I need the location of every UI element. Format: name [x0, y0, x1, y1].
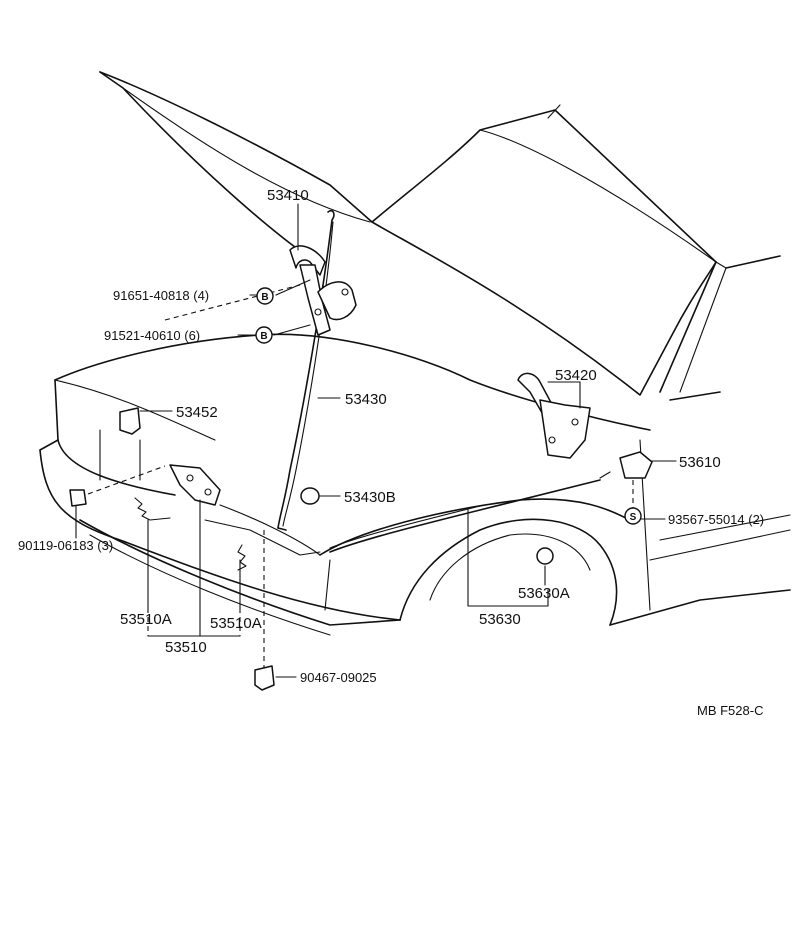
- clip-90467: [254, 665, 275, 691]
- diagram-code: MB F528-C: [697, 703, 763, 718]
- hood-hinge-left: [289, 245, 357, 336]
- bolt-symbol-b-lower: B: [255, 326, 273, 344]
- screw-symbol-text: S: [630, 512, 637, 523]
- label-53430: 53430: [345, 391, 387, 408]
- vehicle-body-outline: [39, 71, 791, 636]
- label-53410: 53410: [267, 187, 309, 204]
- label-93567-55014: 93567-55014 (2): [668, 512, 764, 527]
- hood-support-rod: [277, 209, 335, 531]
- hood-release-cable: [329, 471, 611, 553]
- bolt-symbol-b-upper: B: [256, 287, 274, 305]
- hood-hinge-right: [517, 372, 591, 459]
- label-90467-09025: 90467-09025: [300, 670, 377, 685]
- label-90119-06183: 90119-06183 (3): [18, 538, 113, 553]
- label-53610: 53610: [679, 454, 721, 471]
- label-53510a-left: 53510A: [120, 611, 172, 628]
- label-53510: 53510: [165, 639, 207, 656]
- hood-release-lever-53610: [619, 451, 653, 479]
- label-91521-40610: 91521-40610 (6): [104, 328, 200, 343]
- grommet-53630a: [536, 547, 554, 565]
- label-91651-40818: 91651-40818 (4): [113, 288, 209, 303]
- hood-lock-assembly: [134, 464, 321, 571]
- screw-90119: [69, 489, 87, 507]
- label-53430b: 53430B: [344, 489, 396, 506]
- screw-symbol-s: S: [624, 507, 642, 525]
- label-53630a: 53630A: [518, 585, 570, 602]
- label-53452: 53452: [176, 404, 218, 421]
- bolt-symbol-text: B: [260, 331, 267, 342]
- bolt-symbol-text: B: [261, 292, 268, 303]
- leader-lines: [75, 203, 677, 678]
- label-53510a-right: 53510A: [210, 615, 262, 632]
- hood-bumper-53452: [119, 407, 141, 435]
- label-53630: 53630: [479, 611, 521, 628]
- label-53420: 53420: [555, 367, 597, 384]
- cushion-53430b: [300, 487, 320, 505]
